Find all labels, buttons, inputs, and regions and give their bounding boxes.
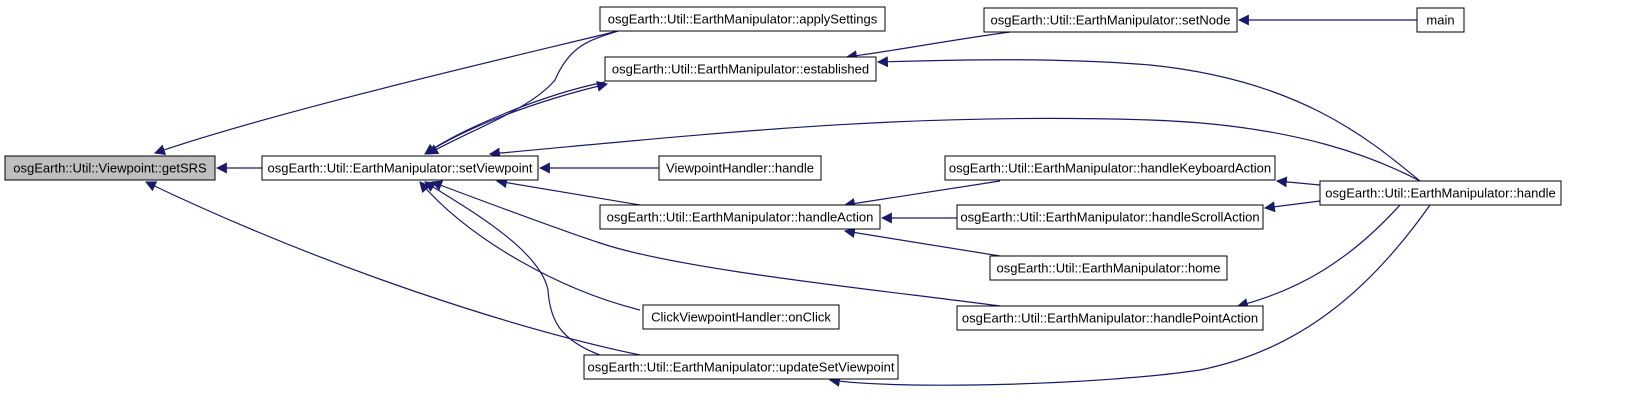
edge-emHandle-to-handleScrollAction bbox=[1263, 200, 1321, 213]
node-box bbox=[604, 56, 877, 82]
node-handleScrollAction[interactable]: osgEarth::Util::EarthManipulator::handle… bbox=[956, 204, 1264, 230]
node-getSRS: osgEarth::Util::Viewpoint::getSRS bbox=[4, 155, 216, 181]
node-box bbox=[4, 155, 216, 181]
edge-handleAction-to-setViewpoint bbox=[495, 177, 641, 206]
edge-established-to-setViewpoint bbox=[424, 81, 606, 155]
node-label: osgEarth::Util::EarthManipulator::setNod… bbox=[991, 13, 1231, 28]
node-handlePointAction[interactable]: osgEarth::Util::EarthManipulator::handle… bbox=[956, 305, 1264, 331]
node-handleAction[interactable]: osgEarth::Util::EarthManipulator::handle… bbox=[599, 204, 881, 230]
node-label: ViewpointHandler::handle bbox=[666, 161, 814, 176]
node-home[interactable]: osgEarth::Util::EarthManipulator::home bbox=[989, 255, 1228, 281]
edge-emHandle-to-setViewpoint bbox=[488, 117, 1421, 182]
node-onClick[interactable]: ClickViewpointHandler::onClick bbox=[642, 304, 840, 330]
node-box bbox=[261, 155, 539, 181]
node-setViewpoint[interactable]: osgEarth::Util::EarthManipulator::setVie… bbox=[261, 155, 539, 181]
node-emHandle[interactable]: osgEarth::Util::EarthManipulator::handle bbox=[1319, 180, 1562, 206]
node-box bbox=[1319, 180, 1562, 206]
node-box bbox=[583, 354, 899, 380]
edge-updateSetViewpoint-to-setViewpoint bbox=[424, 181, 601, 356]
edge-emHandle-to-updateSetViewpoint bbox=[828, 204, 1431, 387]
node-box bbox=[642, 304, 840, 330]
edge-handleKeyboardAction-to-handleAction bbox=[843, 180, 1001, 209]
node-label: osgEarth::Util::EarthManipulator::applyS… bbox=[608, 12, 878, 27]
node-box bbox=[944, 155, 1276, 181]
node-label: osgEarth::Util::EarthManipulator::handle bbox=[1325, 186, 1556, 201]
edges-layer bbox=[145, 14, 1431, 387]
node-setNode[interactable]: osgEarth::Util::EarthManipulator::setNod… bbox=[983, 7, 1238, 33]
node-box bbox=[956, 305, 1264, 331]
edge-applySettings-to-setViewpoint bbox=[427, 30, 619, 155]
node-main[interactable]: main bbox=[1416, 7, 1465, 33]
edge-applySettings-to-getSRS bbox=[153, 30, 619, 155]
node-applySettings[interactable]: osgEarth::Util::EarthManipulator::applyS… bbox=[599, 6, 886, 32]
node-box bbox=[599, 204, 881, 230]
node-box bbox=[658, 155, 822, 181]
edge-emHandle-to-handlePointAction bbox=[1236, 204, 1401, 309]
edge-onClick-to-setViewpoint bbox=[419, 181, 641, 311]
node-updateSetViewpoint[interactable]: osgEarth::Util::EarthManipulator::update… bbox=[583, 354, 899, 380]
node-label: osgEarth::Util::EarthManipulator::handle… bbox=[962, 311, 1258, 326]
node-vpHandle[interactable]: ViewpointHandler::handle bbox=[658, 155, 822, 181]
node-handleKeyboardAction[interactable]: osgEarth::Util::EarthManipulator::handle… bbox=[944, 155, 1276, 181]
edge-handlePointAction-to-setViewpoint bbox=[430, 180, 1001, 307]
edge-setViewpoint-to-established bbox=[424, 80, 609, 155]
node-label: osgEarth::Util::EarthManipulator::handle… bbox=[607, 210, 874, 225]
node-box bbox=[599, 6, 886, 32]
node-box bbox=[956, 204, 1264, 230]
node-box bbox=[983, 7, 1238, 33]
node-label: osgEarth::Util::EarthManipulator::update… bbox=[588, 360, 895, 375]
node-label: osgEarth::Util::EarthManipulator::establ… bbox=[612, 62, 869, 77]
edge-emHandle-to-handleKeyboardAction bbox=[1275, 176, 1321, 188]
node-label: osgEarth::Util::EarthManipulator::handle… bbox=[960, 210, 1259, 225]
node-box bbox=[989, 255, 1228, 281]
node-label: osgEarth::Util::EarthManipulator::handle… bbox=[949, 161, 1271, 176]
node-label: osgEarth::Util::EarthManipulator::setVie… bbox=[268, 161, 533, 176]
node-label: main bbox=[1426, 13, 1454, 28]
node-label: osgEarth::Util::EarthManipulator::home bbox=[997, 261, 1221, 276]
node-label: osgEarth::Util::Viewpoint::getSRS bbox=[13, 161, 207, 176]
node-established[interactable]: osgEarth::Util::EarthManipulator::establ… bbox=[604, 56, 877, 82]
edge-emHandle-to-established bbox=[876, 56, 1421, 182]
node-box bbox=[1416, 7, 1465, 33]
edge-setNode-to-established bbox=[845, 31, 1011, 62]
node-label: ClickViewpointHandler::onClick bbox=[651, 310, 831, 325]
edge-home-to-handleAction bbox=[843, 227, 1001, 257]
edge-updateSetViewpoint-to-getSRS bbox=[145, 181, 641, 356]
